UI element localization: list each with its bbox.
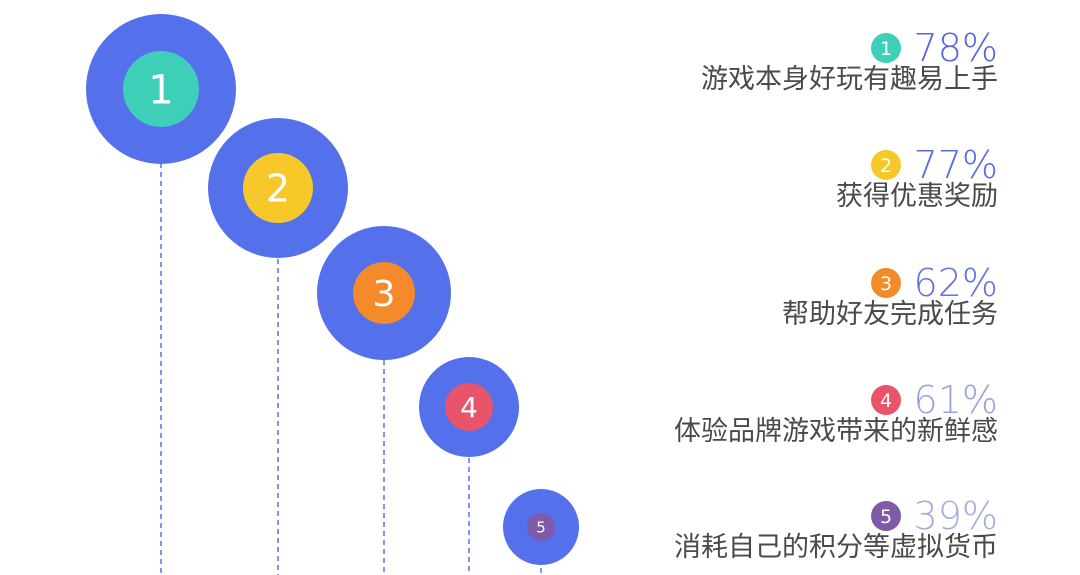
bubble-rank-5: 5: [536, 518, 546, 536]
bubble-inner-5: [527, 513, 555, 541]
item-label-5: 消耗自己的积分等虚拟货币: [674, 532, 998, 563]
value-label-1: 78%: [914, 26, 998, 70]
bubble-rank-4: 4: [460, 391, 478, 424]
item-label-4: 体验品牌游戏带来的新鲜感: [674, 416, 998, 447]
bubble-rank-1: 1: [148, 67, 173, 113]
rank-badge-number-2: 2: [880, 155, 892, 177]
bubble-1: 1: [86, 14, 236, 164]
bubble-2: 2: [208, 118, 348, 258]
value-label-4: 61%: [914, 378, 998, 422]
rank-badge-5: [871, 501, 901, 531]
item-label-3: 帮助好友完成任务: [782, 299, 998, 330]
bubble-3: 3: [317, 226, 451, 360]
bubble-rank-3: 3: [373, 274, 396, 315]
rank-badge-4: [871, 385, 901, 415]
bubble-inner-3: [353, 262, 415, 324]
item-label-2: 获得优惠奖励: [836, 181, 998, 212]
value-label-3: 62%: [914, 261, 998, 305]
bubble-rank-2: 2: [266, 167, 290, 211]
bubble-5: 5: [503, 489, 579, 565]
rank-badge-number-3: 3: [880, 273, 892, 295]
bubble-inner-1: [123, 51, 199, 127]
rank-badge-number-4: 4: [880, 390, 892, 412]
rank-badge-2: [871, 150, 901, 180]
rank-badge-3: [871, 268, 901, 298]
bubble-inner-4: [445, 383, 493, 431]
item-label-1: 游戏本身好玩有趣易上手: [701, 64, 998, 95]
value-label-5: 39%: [914, 494, 998, 538]
rank-badge-1: [871, 33, 901, 63]
rank-badge-number-5: 5: [880, 506, 892, 528]
bubble-inner-2: [243, 153, 313, 223]
bubble-4: 4: [419, 357, 519, 457]
rank-badge-number-1: 1: [880, 38, 892, 60]
value-label-2: 77%: [914, 143, 998, 187]
